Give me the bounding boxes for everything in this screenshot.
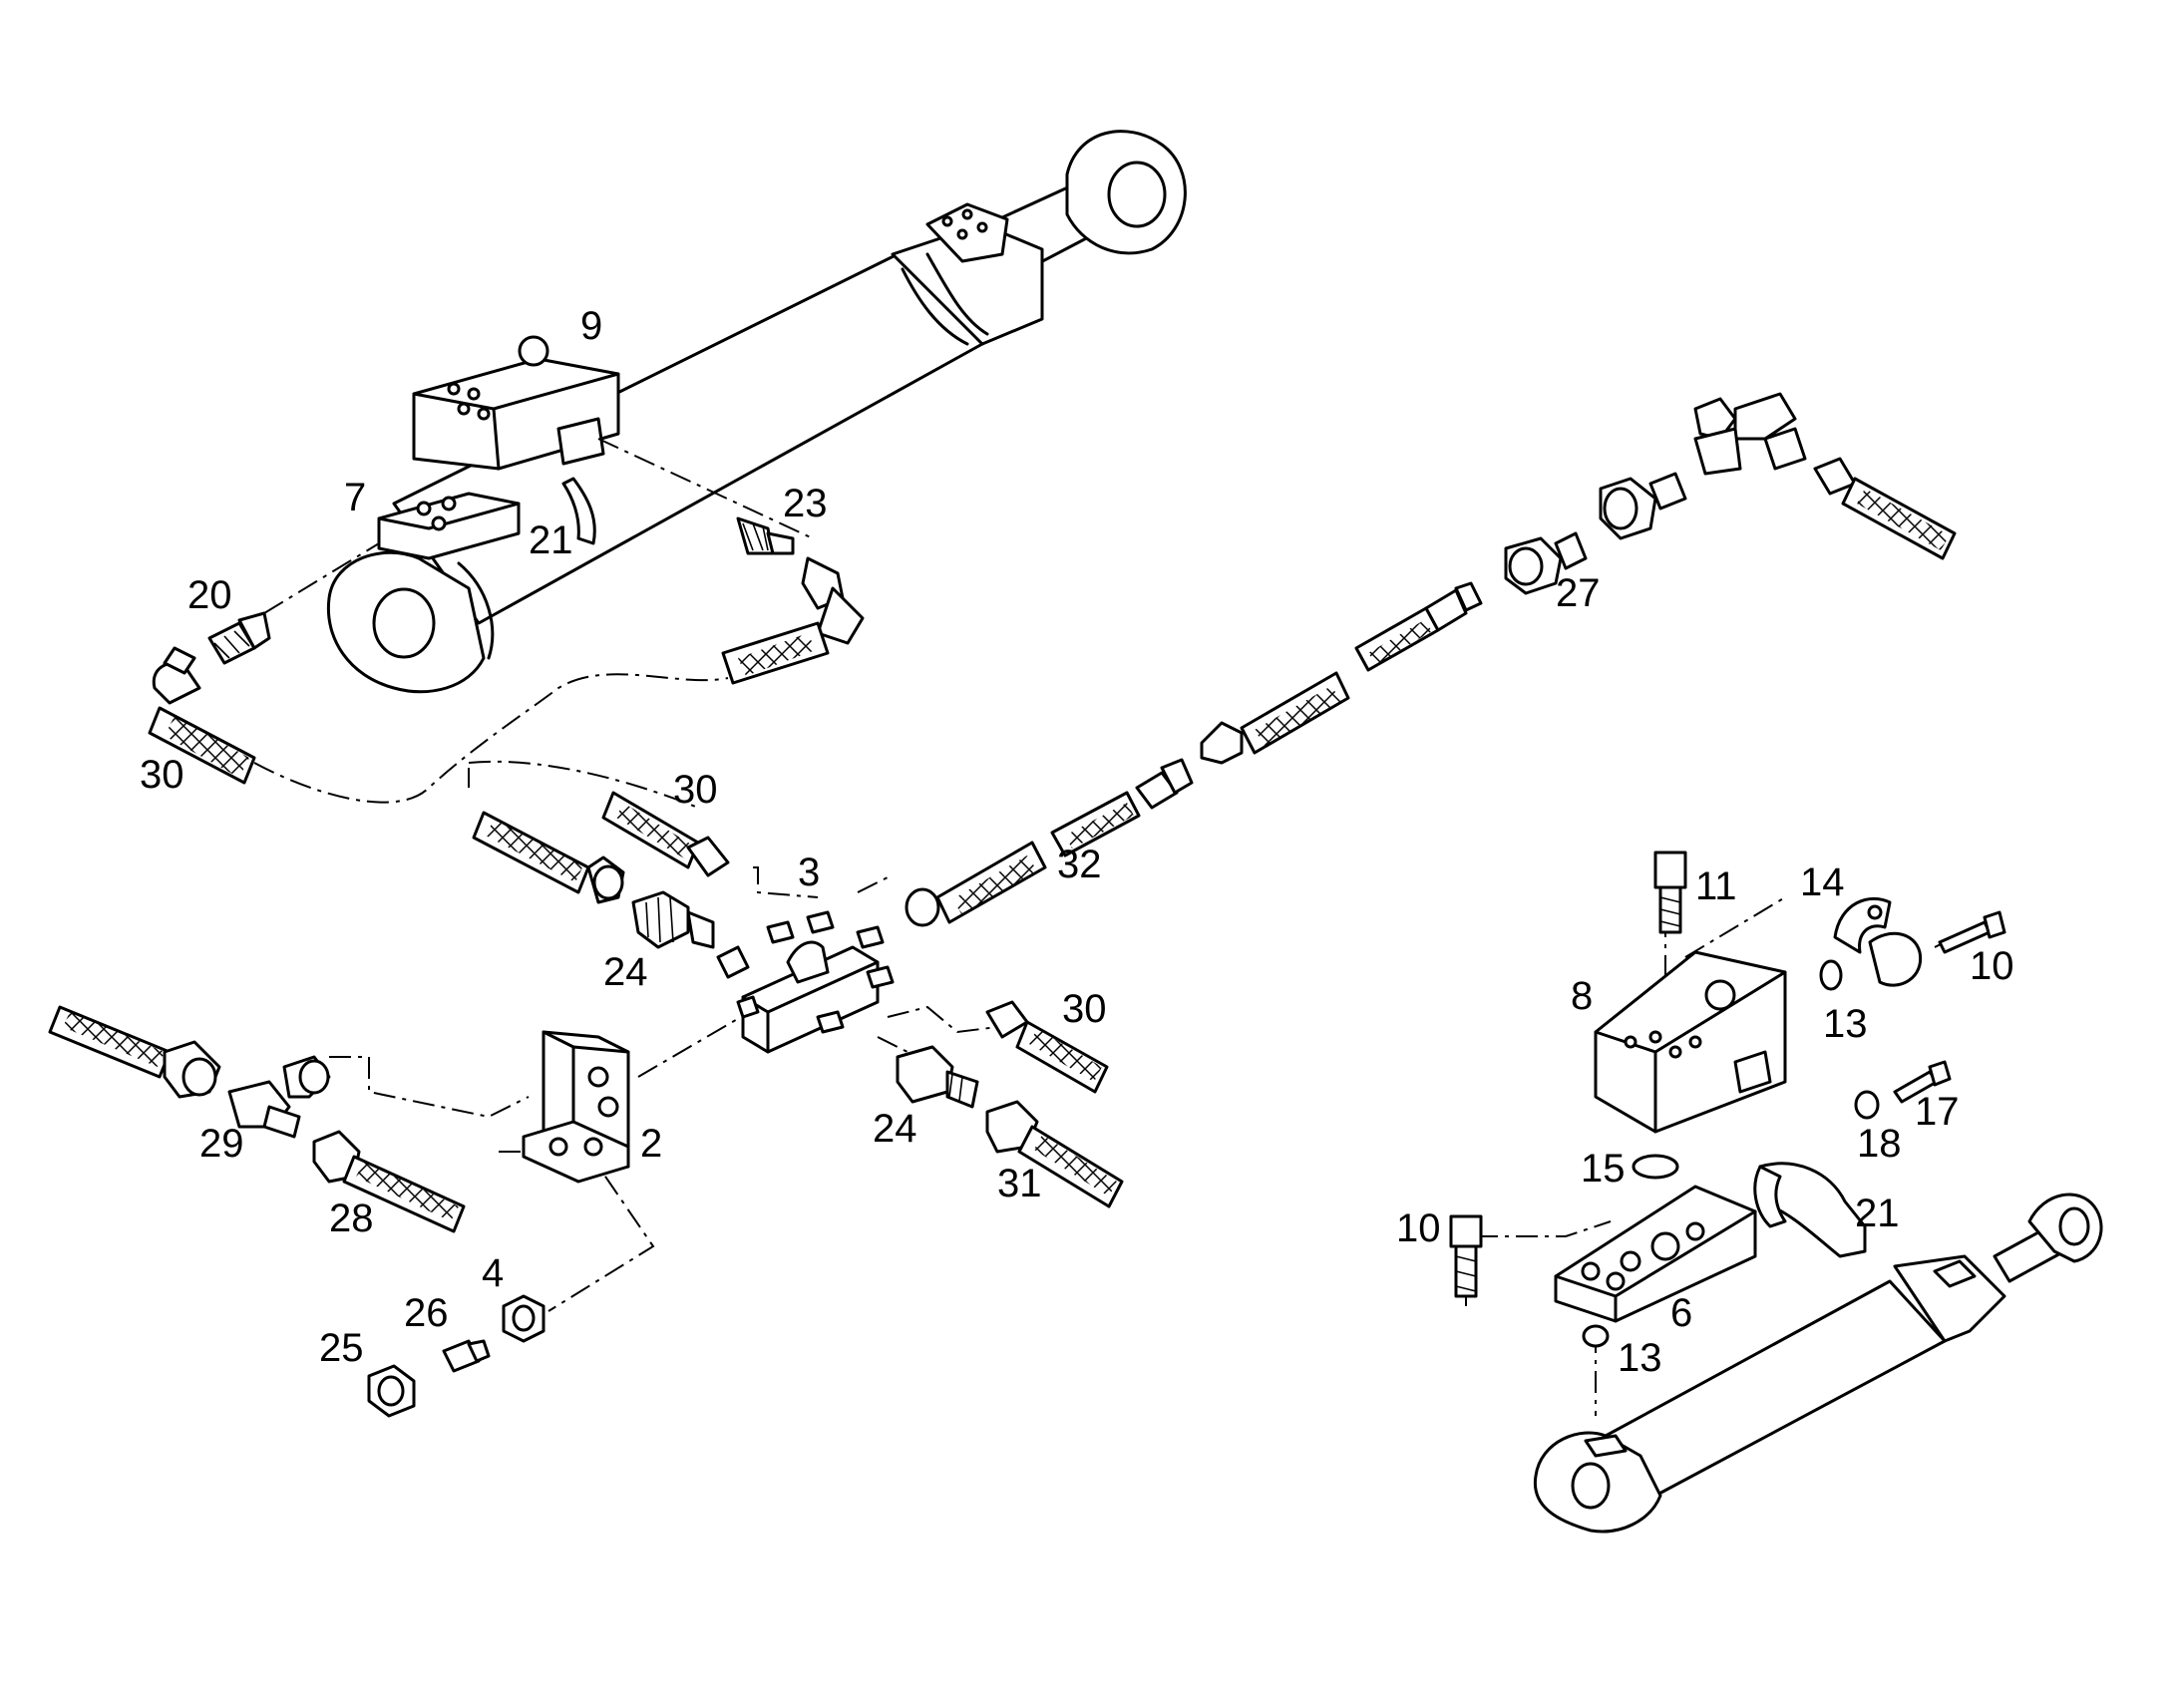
label-9: 9 xyxy=(580,304,602,348)
label-26: 26 xyxy=(404,1291,449,1335)
fitting-27 xyxy=(1504,531,1588,595)
hose-long-upper xyxy=(1200,581,1483,765)
nut-25 xyxy=(367,1364,416,1418)
lower-cylinder xyxy=(1533,1193,2103,1534)
distribution-block-3 xyxy=(716,910,895,1054)
label-24: 24 xyxy=(603,950,648,994)
plate-7 xyxy=(377,492,521,560)
flange-14 xyxy=(1833,896,1923,987)
clamp-21-top xyxy=(561,477,596,545)
label-27: 27 xyxy=(1556,571,1601,615)
o-ring-13-lower xyxy=(1582,1324,1610,1348)
hose-30-middle xyxy=(601,791,730,877)
label-4: 4 xyxy=(482,1251,504,1295)
label-23: 23 xyxy=(783,482,828,525)
label-10: 10 xyxy=(1970,944,2014,988)
tee-29 xyxy=(227,1055,331,1139)
label-30: 30 xyxy=(673,768,718,812)
hose-28 xyxy=(312,1130,466,1233)
reference-labels: 9 7 21 23 20 30 30 3 32 24 27 30 24 31 2… xyxy=(140,304,2014,1380)
hose-left-block xyxy=(472,811,625,904)
bolt-17 xyxy=(1893,1060,1952,1104)
hose-lower-left xyxy=(48,1005,221,1099)
bolt-11 xyxy=(1653,851,1687,934)
fitting-26 xyxy=(442,1339,491,1373)
hose-30-right xyxy=(985,1000,1109,1094)
label-10: 10 xyxy=(1396,1206,1441,1250)
bracket-2 xyxy=(522,1030,630,1184)
valve-block-9 xyxy=(412,335,620,471)
tee-fitting-upper xyxy=(1693,392,1807,476)
label-30: 30 xyxy=(1062,987,1107,1031)
label-15: 15 xyxy=(1581,1147,1626,1191)
label-13: 13 xyxy=(1618,1336,1662,1380)
fitting-20 xyxy=(207,611,271,665)
label-21: 21 xyxy=(1855,1192,1900,1235)
label-32: 32 xyxy=(1057,843,1102,886)
label-3: 3 xyxy=(798,851,820,894)
o-ring-15 xyxy=(1632,1154,1679,1180)
washer-18 xyxy=(1854,1090,1880,1120)
label-17: 17 xyxy=(1915,1090,1960,1134)
hose-30-left xyxy=(148,646,256,785)
label-29: 29 xyxy=(199,1122,244,1166)
upper-cylinder xyxy=(326,130,1187,694)
label-7: 7 xyxy=(344,476,366,519)
fitting-24-lower xyxy=(896,1045,979,1109)
label-13: 13 xyxy=(1823,1002,1868,1046)
nut-fitting-upper xyxy=(1599,472,1687,540)
bolt-10-upper xyxy=(1938,910,2006,954)
label-14: 14 xyxy=(1800,860,1845,904)
label-25: 25 xyxy=(319,1326,364,1370)
label-2: 2 xyxy=(640,1122,662,1166)
label-28: 28 xyxy=(329,1196,374,1240)
label-6: 6 xyxy=(1670,1291,1692,1335)
fitting-24-upper xyxy=(631,890,715,949)
hose-elbow-23 xyxy=(721,556,865,685)
label-31: 31 xyxy=(997,1162,1042,1205)
plate-6 xyxy=(1554,1185,1757,1323)
label-24: 24 xyxy=(873,1107,917,1151)
o-ring-13-upper xyxy=(1819,959,1843,991)
label-18: 18 xyxy=(1857,1122,1902,1166)
nut-4 xyxy=(502,1294,545,1343)
hose-32 xyxy=(905,758,1194,927)
label-20: 20 xyxy=(187,573,232,617)
bolt-10-lower xyxy=(1449,1214,1483,1298)
label-21: 21 xyxy=(529,518,573,562)
valve-block-8 xyxy=(1594,950,1787,1134)
clamp-21-right xyxy=(1753,1162,1867,1258)
label-11: 11 xyxy=(1695,864,1737,908)
label-30: 30 xyxy=(140,753,184,797)
label-8: 8 xyxy=(1571,974,1593,1018)
hose-upper-right xyxy=(1813,457,1957,560)
fitting-23 xyxy=(736,516,795,555)
hose-31 xyxy=(985,1100,1124,1208)
